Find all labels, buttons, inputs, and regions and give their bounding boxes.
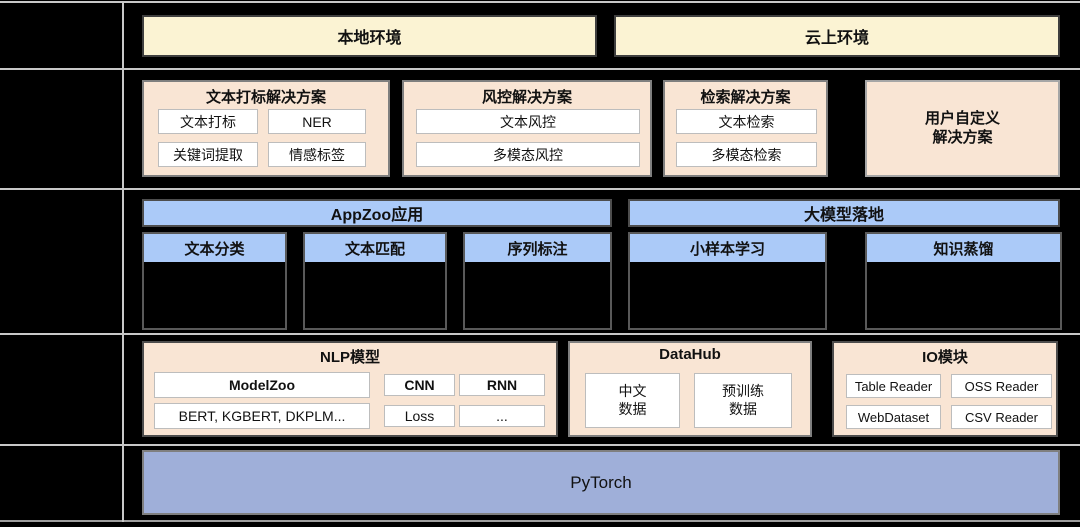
llm-box-few-shot-learning: 小样本学习: [628, 232, 827, 330]
io-module-title: IO模块: [922, 349, 968, 366]
pytorch-bar: PyTorch: [142, 450, 1060, 515]
app-box-title: 文本匹配: [305, 234, 445, 262]
io-item-csv-reader: CSV Reader: [951, 405, 1052, 429]
app-box-text-classification: 文本分类: [142, 232, 287, 330]
appzoo-header-label: AppZoo应用: [330, 207, 424, 224]
solution-title: 检索解决方案: [700, 89, 791, 106]
grid-line-vertical: [122, 1, 124, 522]
solution-box-custom: 用户自定义 解决方案: [865, 80, 1060, 177]
solution-item: 文本风控: [416, 109, 640, 134]
solution-item: 多模态检索: [676, 142, 817, 167]
solution-box-retrieval: 检索解决方案 文本检索 多模态检索: [663, 80, 828, 177]
app-box-text-matching: 文本匹配: [303, 232, 447, 330]
llm-header: 大模型落地: [628, 199, 1060, 227]
grid-line-horizontal-2: [0, 68, 1080, 70]
solution-item: 文本打标: [158, 109, 258, 134]
solution-box-text-labeling: 文本打标解决方案 文本打标 NER 关键词提取 情感标签: [142, 80, 390, 177]
nlp-item-more: ...: [459, 405, 545, 427]
io-item-oss-reader: OSS Reader: [951, 374, 1052, 398]
datahub-title: DataHub: [659, 346, 721, 363]
nlp-model-title: NLP模型: [319, 349, 380, 366]
solution-item: NER: [268, 109, 366, 134]
io-item-webdataset: WebDataset: [846, 405, 941, 429]
nlp-item-modelzoo: ModelZoo: [154, 372, 370, 398]
nlp-item-cnn: CNN: [384, 374, 455, 396]
io-module-box: IO模块 Table Reader OSS Reader WebDataset …: [832, 341, 1058, 437]
solution-box-risk-control: 风控解决方案 文本风控 多模态风控: [402, 80, 652, 177]
env-cloud-box: 云上环境: [614, 15, 1060, 57]
llm-box-knowledge-distillation: 知识蒸馏: [865, 232, 1062, 330]
datahub-item-chinese-data: 中文 数据: [585, 373, 680, 428]
grid-line-horizontal-top: [0, 1, 1080, 3]
grid-line-horizontal-bottom: [0, 520, 1080, 522]
io-item-table-reader: Table Reader: [846, 374, 941, 398]
solution-title: 文本打标解决方案: [205, 89, 326, 106]
grid-line-horizontal-4: [0, 333, 1080, 335]
app-box-title: 文本分类: [144, 234, 285, 262]
llm-box-title: 小样本学习: [630, 234, 825, 262]
app-box-sequence-labeling: 序列标注: [463, 232, 612, 330]
nlp-item-loss: Loss: [384, 405, 455, 427]
nlp-model-box: NLP模型 ModelZoo BERT, KGBERT, DKPLM... CN…: [142, 341, 558, 437]
solution-title: 风控解决方案: [481, 89, 572, 106]
env-cloud-label: 云上环境: [804, 30, 869, 47]
solution-item: 多模态风控: [416, 142, 640, 167]
solution-title: 用户自定义 解决方案: [924, 109, 1000, 146]
llm-box-title: 知识蒸馏: [867, 234, 1060, 262]
llm-header-label: 大模型落地: [803, 207, 884, 224]
datahub-box: DataHub 中文 数据 预训练 数据: [568, 341, 812, 437]
solution-item: 情感标签: [268, 142, 366, 167]
solution-item: 文本检索: [676, 109, 817, 134]
solution-item: 关键词提取: [158, 142, 258, 167]
nlp-item-bert-models: BERT, KGBERT, DKPLM...: [154, 403, 370, 429]
env-local-box: 本地环境: [142, 15, 597, 57]
datahub-item-pretrain-data: 预训练 数据: [694, 373, 792, 428]
grid-line-horizontal-3: [0, 188, 1080, 190]
pytorch-label: PyTorch: [570, 472, 632, 492]
env-local-label: 本地环境: [337, 30, 402, 47]
appzoo-header: AppZoo应用: [142, 199, 612, 227]
app-box-title: 序列标注: [465, 234, 610, 262]
nlp-item-rnn: RNN: [459, 374, 545, 396]
grid-line-horizontal-5: [0, 444, 1080, 446]
